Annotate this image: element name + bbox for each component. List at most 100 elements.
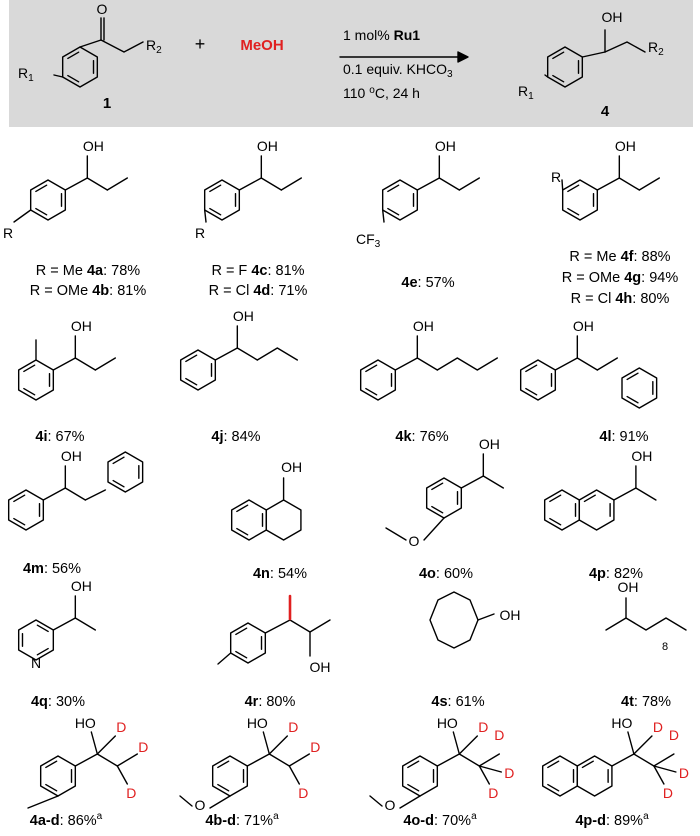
footnote-marker: a: [96, 811, 103, 822]
bond-layer: [7, 17, 687, 809]
bond-line: [27, 795, 59, 809]
deuterium-label: D: [478, 719, 488, 735]
bond-line: [618, 177, 641, 191]
bond-line: [611, 753, 635, 767]
ring-bond: [381, 179, 419, 221]
ring-bond: [211, 755, 249, 797]
bond-line: [365, 364, 378, 373]
bond-line: [67, 74, 80, 83]
yield-value: : 86%: [59, 812, 97, 829]
compound-number: 4e: [401, 275, 418, 291]
compound-number: 4a: [86, 263, 104, 279]
r-substituent-label: R: [195, 225, 205, 241]
bond-line: [264, 619, 291, 634]
hydroxyl-label: OH: [61, 448, 82, 464]
compound-number: 4a-d: [29, 812, 60, 829]
bond-line: [13, 209, 32, 223]
ring-bond: [229, 622, 267, 664]
bond-line: [581, 760, 594, 769]
hydroxyl-label: OH: [233, 308, 254, 324]
bond-chain: [638, 177, 661, 191]
bond-line: [35, 184, 48, 193]
bond-line: [547, 783, 560, 792]
hydroxyl-label: OH: [573, 318, 594, 334]
bond-line: [116, 753, 139, 767]
bond-line: [581, 51, 606, 58]
bond-line: [458, 735, 479, 755]
ring-bond: [425, 477, 463, 519]
yield-value: : 67%: [47, 429, 85, 445]
bond-line: [289, 619, 311, 633]
bond-line: [549, 517, 562, 526]
methoxy-oxygen-label: O: [195, 797, 206, 813]
bond-chain: [94, 357, 117, 371]
bond-line: [431, 505, 444, 514]
bond-line: [96, 735, 117, 755]
ketone-oxygen-label: O: [97, 1, 108, 17]
bond-line: [238, 177, 263, 191]
yield-value: : 80%: [258, 694, 296, 710]
yield-value: : 91%: [611, 429, 649, 445]
bond-line: [653, 765, 677, 773]
substituent-text: R = OMe: [29, 283, 93, 299]
bond-line: [583, 494, 596, 503]
yield-value: : 60%: [435, 566, 473, 582]
hydroxyl-label: OH: [71, 578, 92, 594]
bond-chain: [100, 39, 144, 53]
yield-label-4p: 4p: 82%: [526, 565, 700, 583]
bond-line: [525, 387, 538, 396]
yield-label-4b-d: 4b-d: 71%a: [152, 808, 332, 830]
bond-line: [217, 783, 230, 792]
compound-number: 4l: [599, 429, 612, 445]
bond-line: [36, 624, 49, 633]
bond-line: [45, 760, 58, 769]
bond-line: [365, 387, 378, 396]
hydroxyl-label: OH: [257, 138, 278, 154]
bond-line: [576, 357, 599, 371]
bond-line: [86, 177, 109, 191]
footnote-marker: a: [643, 811, 649, 822]
bond-line: [452, 731, 461, 755]
yield-label-4e: 4e: 57%: [338, 274, 518, 292]
hydroxyl-label: OH: [310, 659, 331, 675]
hydroxyl-label: HO: [247, 715, 268, 731]
ring-bond: [401, 755, 439, 797]
bond-line: [112, 479, 125, 488]
compound-number: 4i: [35, 429, 48, 445]
r1-label: R1: [18, 65, 34, 84]
bond-line: [23, 387, 36, 396]
hydroxyl-label: OH: [500, 607, 521, 623]
yield-label-4i: 4i: 67%: [0, 428, 150, 446]
yield-label-4s: 4s: 61%: [368, 693, 548, 711]
hydroxyl-label: OH: [83, 138, 104, 154]
yield-label-4m: 4m: 56%: [0, 560, 142, 578]
bond-line: [626, 372, 639, 381]
bond-line: [235, 650, 248, 659]
bond-line: [74, 753, 99, 767]
hydroxyl-label: OH: [281, 459, 302, 475]
bond-line: [416, 357, 439, 371]
r-substituent-label: R: [551, 169, 561, 185]
bond-line: [460, 475, 485, 489]
yield-label-4j: 4j: 84%: [146, 428, 326, 446]
substituent-text: R = Cl: [570, 291, 616, 307]
deuterium-label: D: [116, 719, 126, 735]
bond-line: [423, 517, 445, 541]
yield-value: : 54%: [269, 566, 307, 582]
yield-value: : 80%: [632, 291, 670, 307]
ring-bond: [29, 179, 67, 221]
bond-line: [13, 494, 26, 503]
ring-bond: [39, 755, 77, 797]
yield-value: : 89%: [605, 812, 644, 829]
compound-number: 4g: [624, 270, 642, 286]
ring-bond: [561, 179, 599, 221]
deuterium-label: D: [298, 785, 308, 801]
bond-line: [45, 783, 58, 792]
plus-sign: +: [195, 34, 206, 54]
bond-line: [478, 765, 491, 785]
substituent-text: R = Me: [569, 249, 621, 265]
yield-value: : 71%: [235, 812, 274, 829]
bond-line: [185, 354, 198, 363]
yield-value: : 94%: [641, 270, 679, 286]
